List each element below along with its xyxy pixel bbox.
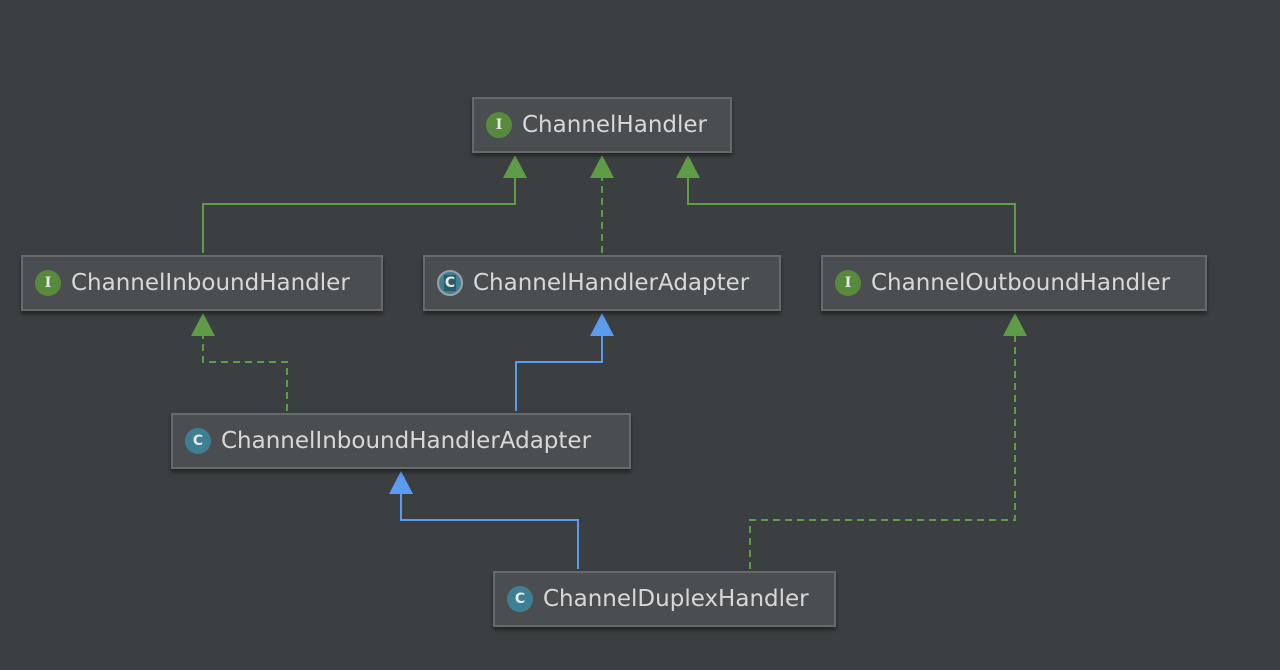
arrowhead-inbound-to-handler [503,155,527,178]
arrowhead-adapter-to-handler [590,155,614,178]
node-label: ChannelHandler [522,112,707,138]
abstract-class-icon: C [437,270,463,296]
edge-inbound-adapter-to-adapter [515,336,603,411]
class-icon: C [507,586,533,612]
interface-icon: I [835,270,861,296]
edge-duplex-to-outbound [749,336,1016,569]
edge-outbound-to-handler [687,178,1016,253]
edge-inbound-to-handler [202,178,516,253]
node-label: ChannelInboundHandler [71,270,350,296]
node-label: ChannelOutboundHandler [871,270,1171,296]
node-channel-handler-adapter[interactable]: C ChannelHandlerAdapter [423,255,781,311]
node-channel-inbound-handler[interactable]: I ChannelInboundHandler [21,255,383,311]
node-channel-handler[interactable]: I ChannelHandler [472,97,732,153]
node-label: ChannelHandlerAdapter [473,270,750,296]
class-icon: C [185,428,211,454]
node-channel-outbound-handler[interactable]: I ChannelOutboundHandler [821,255,1207,311]
node-channel-inbound-handler-adapter[interactable]: C ChannelInboundHandlerAdapter [171,413,631,469]
arrowhead-duplex-to-outbound [1003,313,1027,336]
arrowhead-duplex-to-inbound-adapter [389,471,413,494]
edge-inbound-adapter-to-inbound [202,336,288,411]
node-channel-duplex-handler[interactable]: C ChannelDuplexHandler [493,571,836,627]
edge-duplex-to-inbound-adapter [400,494,579,569]
abstract-class-icon-letter: C [443,275,457,291]
arrowhead-inbound-adapter-to-adapter [590,313,614,336]
arrowhead-inbound-adapter-to-inbound [191,313,215,336]
arrowhead-outbound-to-handler [676,155,700,178]
interface-icon: I [486,112,512,138]
interface-icon: I [35,270,61,296]
node-label: ChannelDuplexHandler [543,586,809,612]
node-label: ChannelInboundHandlerAdapter [221,428,592,454]
